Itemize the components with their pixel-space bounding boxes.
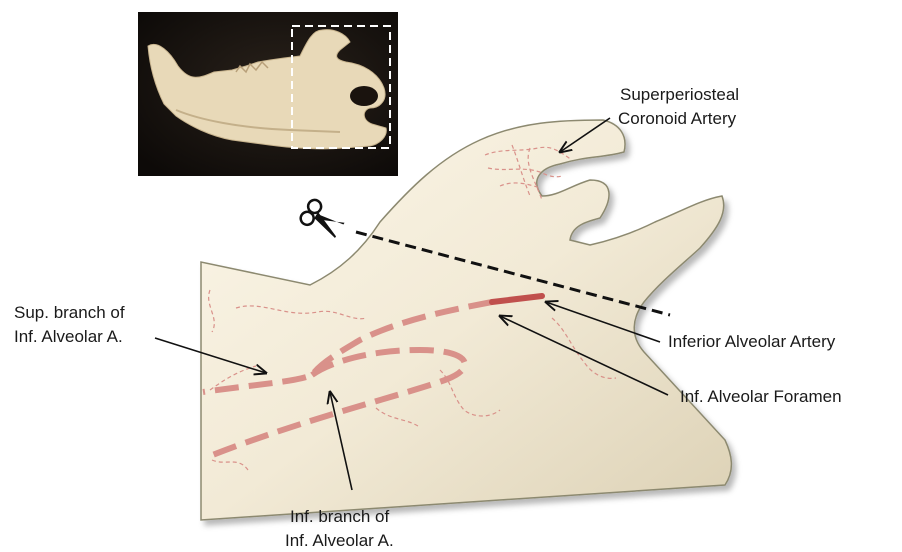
label-inf-branch-line2: Inf. Alveolar A. [285, 531, 394, 550]
mandible-outline [201, 120, 731, 520]
label-superperiosteal-line2: Coronoid Artery [618, 109, 737, 128]
scissors-icon [298, 197, 347, 241]
photo-notch [350, 86, 378, 106]
label-inferior-alveolar-artery: Inferior Alveolar Artery [668, 332, 836, 351]
label-superperiosteal-line1: Superperiosteal [620, 85, 739, 104]
label-sup-branch-line2: Inf. Alveolar A. [14, 327, 123, 346]
label-sup-branch-line1: Sup. branch of [14, 303, 125, 322]
label-inf-alveolar-foramen: Inf. Alveolar Foramen [680, 387, 842, 406]
mandible-photo [138, 12, 398, 176]
label-inf-branch-line1: Inf. branch of [290, 507, 390, 526]
